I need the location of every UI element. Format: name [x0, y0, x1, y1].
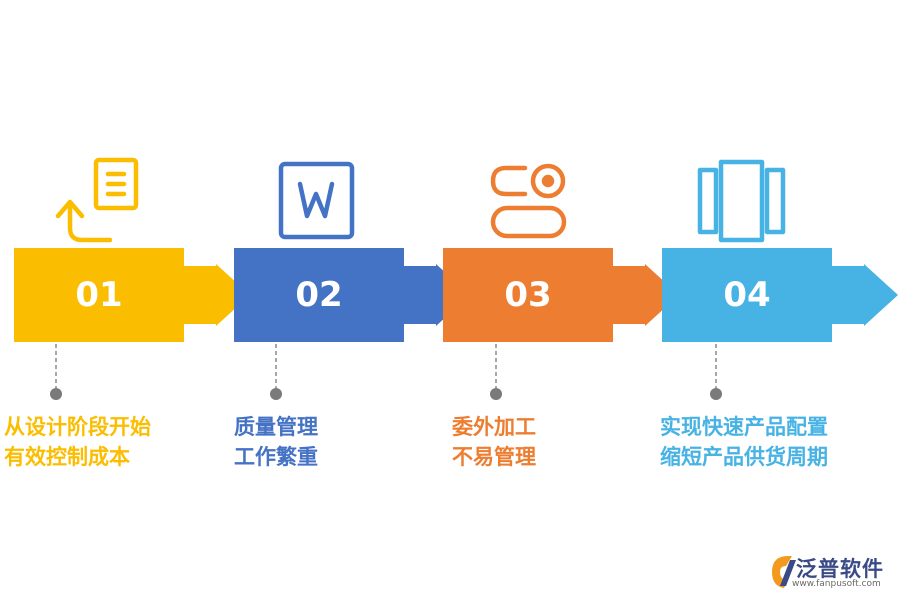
- document-return-icon: [55, 157, 139, 243]
- step-2-number: 02: [295, 275, 343, 315]
- step-3-line-2: 不易管理: [452, 445, 536, 469]
- step-2-line-1: 质量管理: [234, 415, 318, 439]
- step-1-block: [14, 248, 250, 342]
- connector-3: [490, 344, 502, 400]
- toggle-switch-icon: [490, 163, 567, 239]
- step-1-line-2: 有效控制成本: [4, 445, 130, 469]
- brand-name: 泛普软件: [796, 557, 884, 581]
- step-3-number: 03: [504, 275, 552, 315]
- step-1-line-1: 从设计阶段开始: [4, 415, 151, 439]
- step-3-block: [443, 248, 679, 342]
- step-1-description: 从设计阶段开始 有效控制成本: [4, 412, 151, 472]
- brand-logo-icon: [772, 556, 796, 588]
- step-4-number: 04: [723, 275, 771, 315]
- step-4-line-1: 实现快速产品配置: [660, 415, 828, 439]
- connector-1: [50, 344, 62, 400]
- step-3-description: 委外加工 不易管理: [452, 412, 536, 472]
- brand-url: www.fanpusoft.com: [792, 579, 881, 589]
- step-2-description: 质量管理 工作繁重: [234, 412, 318, 472]
- columns-panel-icon: [697, 159, 786, 243]
- word-document-icon: [278, 161, 355, 240]
- step-4-line-2: 缩短产品供货周期: [660, 445, 828, 469]
- step-4-description: 实现快速产品配置 缩短产品供货周期: [660, 412, 828, 472]
- step-1-number: 01: [75, 275, 123, 315]
- step-2-line-2: 工作繁重: [234, 445, 318, 469]
- step-4-block: [662, 248, 898, 342]
- step-2-block: [234, 248, 470, 342]
- connector-2: [270, 344, 282, 400]
- connector-4: [710, 344, 722, 400]
- step-3-line-1: 委外加工: [452, 415, 536, 439]
